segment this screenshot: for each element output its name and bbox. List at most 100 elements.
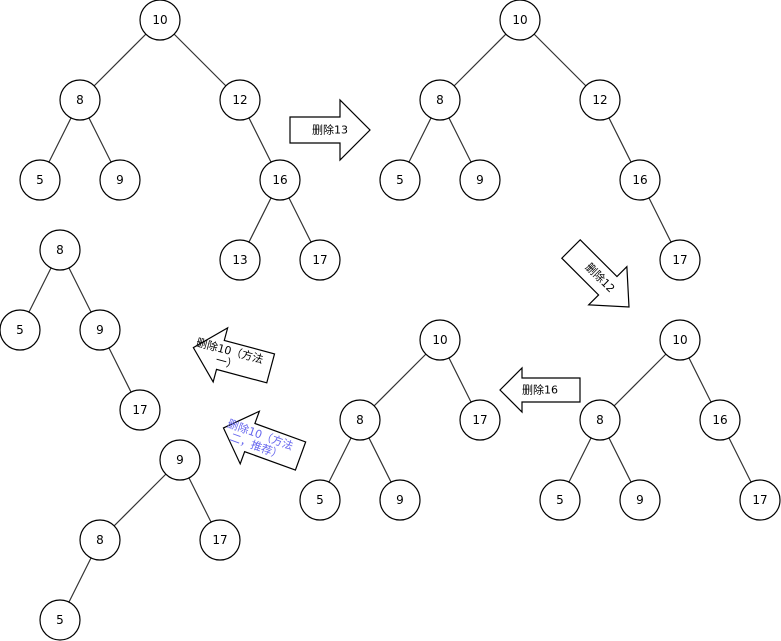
- node-after-delete-16-9: 9: [379, 479, 421, 521]
- node-circle: [39, 229, 81, 271]
- node-label: 8: [56, 243, 64, 257]
- node-original-5: 5: [19, 159, 61, 201]
- arrow-shape: [499, 366, 581, 414]
- node-label: 5: [396, 173, 404, 187]
- arrow-label: 一）: [214, 354, 239, 372]
- edges-layer: [19, 19, 761, 621]
- node-after-delete-13-16: 16: [619, 159, 661, 201]
- node-label: 16: [272, 173, 287, 187]
- node-label: 17: [312, 253, 327, 267]
- node-circle: [579, 399, 621, 441]
- arrow-delete-16: 删除16: [499, 366, 581, 414]
- node-circle: [459, 159, 501, 201]
- node-label: 17: [132, 403, 147, 417]
- node-original-16: 16: [259, 159, 301, 201]
- node-circle: [159, 439, 201, 481]
- node-label: 8: [96, 533, 104, 547]
- node-after-delete-13-8: 8: [419, 79, 461, 121]
- node-circle: [19, 159, 61, 201]
- node-circle: [739, 479, 781, 521]
- node-label: 16: [632, 173, 647, 187]
- node-circle: [259, 159, 301, 201]
- node-after-delete-13-10: 10: [499, 0, 541, 41]
- node-after-delete-16-8: 8: [339, 399, 381, 441]
- node-label: 12: [592, 93, 607, 107]
- node-circle: [139, 0, 181, 41]
- node-original-9: 9: [99, 159, 141, 201]
- node-after-delete-16-10: 10: [419, 319, 461, 361]
- node-after-delete-10-method-2-9: 9: [159, 439, 201, 481]
- node-after-delete-13-17: 17: [659, 239, 701, 281]
- arrow-label: 删除16: [522, 383, 558, 397]
- node-label: 13: [232, 253, 247, 267]
- node-circle: [499, 0, 541, 41]
- node-after-delete-12-9: 9: [619, 479, 661, 521]
- node-circle: [219, 79, 261, 121]
- node-circle: [379, 479, 421, 521]
- node-after-delete-10-method-2-17: 17: [199, 519, 241, 561]
- node-circle: [619, 479, 661, 521]
- node-after-delete-10-method-2-8: 8: [79, 519, 121, 561]
- node-label: 5: [556, 493, 564, 507]
- node-label: 5: [36, 173, 44, 187]
- node-label: 9: [636, 493, 644, 507]
- node-circle: [299, 479, 341, 521]
- node-label: 12: [232, 93, 247, 107]
- node-after-delete-12-16: 16: [699, 399, 741, 441]
- node-circle: [579, 79, 621, 121]
- node-circle: [699, 399, 741, 441]
- node-circle: [379, 159, 421, 201]
- node-label: 10: [152, 13, 167, 27]
- node-after-delete-12-5: 5: [539, 479, 581, 521]
- node-label: 9: [96, 323, 104, 337]
- arrows-layer: 删除13 删除12 删除16 删除10（方法一） 删除10（方法二，推荐）: [192, 98, 630, 471]
- node-label: 10: [432, 333, 447, 347]
- arrow-delete-10-method-2: 删除10（方法二，推荐）: [222, 410, 307, 471]
- node-label: 17: [472, 413, 487, 427]
- arrow-delete-13: 删除13: [289, 98, 371, 162]
- node-original-8: 8: [59, 79, 101, 121]
- arrow-shape: [289, 98, 371, 162]
- node-label: 9: [476, 173, 484, 187]
- node-label: 8: [356, 413, 364, 427]
- node-original-12: 12: [219, 79, 261, 121]
- node-original-10: 10: [139, 0, 181, 41]
- node-after-delete-10-method-1-9: 9: [79, 309, 121, 351]
- node-label: 17: [672, 253, 687, 267]
- node-circle: [619, 159, 661, 201]
- node-label: 5: [316, 493, 324, 507]
- node-label: 10: [512, 13, 527, 27]
- node-circle: [459, 399, 501, 441]
- arrow-delete-12: 删除12: [560, 238, 630, 308]
- node-circle: [419, 79, 461, 121]
- arrow-shape: [192, 326, 276, 384]
- node-label: 8: [76, 93, 84, 107]
- node-circle: [99, 159, 141, 201]
- arrow-shape: [222, 410, 307, 471]
- node-circle: [219, 239, 261, 281]
- node-circle: [299, 239, 341, 281]
- node-circle: [79, 309, 121, 351]
- node-circle: [79, 519, 121, 561]
- node-after-delete-12-10: 10: [659, 319, 701, 361]
- node-label: 17: [212, 533, 227, 547]
- node-after-delete-10-method-1-8: 8: [39, 229, 81, 271]
- node-label: 17: [752, 493, 767, 507]
- node-after-delete-12-17: 17: [739, 479, 781, 521]
- node-after-delete-10-method-1-17: 17: [119, 389, 161, 431]
- node-circle: [339, 399, 381, 441]
- node-label: 5: [56, 613, 64, 627]
- node-circle: [59, 79, 101, 121]
- node-after-delete-10-method-2-5: 5: [39, 599, 81, 641]
- node-label: 10: [672, 333, 687, 347]
- node-circle: [119, 389, 161, 431]
- arrow-delete-10-method-1: 删除10（方法一）: [192, 326, 276, 384]
- node-after-delete-10-method-1-5: 5: [0, 309, 41, 351]
- node-after-delete-13-12: 12: [579, 79, 621, 121]
- node-circle: [419, 319, 461, 361]
- node-after-delete-12-8: 8: [579, 399, 621, 441]
- node-circle: [199, 519, 241, 561]
- node-label: 9: [176, 453, 184, 467]
